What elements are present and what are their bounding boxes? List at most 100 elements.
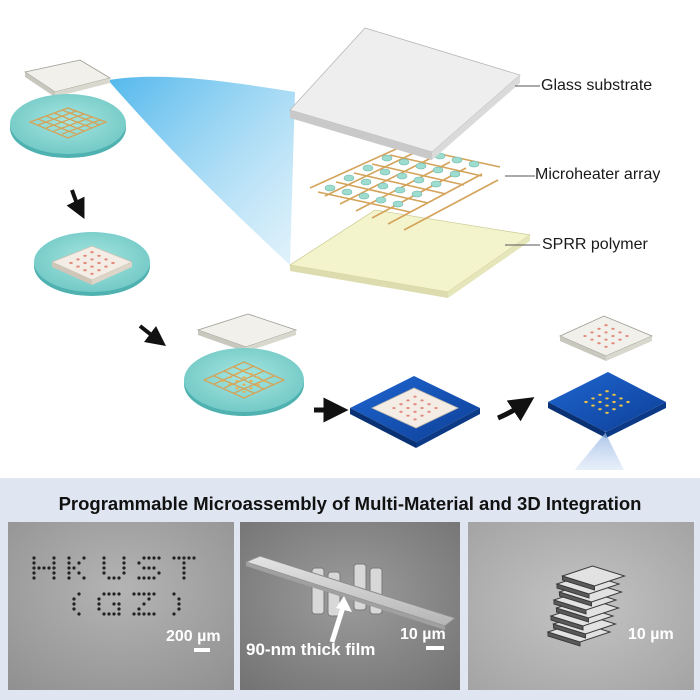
pattern-dot [147,556,151,560]
dot [611,334,615,338]
dot [399,403,403,406]
dot [420,406,424,410]
pattern-dot [147,612,151,616]
dot [604,331,608,334]
heater-pad [430,180,442,188]
microheater-array-label: Microheater array [535,166,661,183]
pattern-dot [107,612,111,616]
dot [249,379,253,383]
pattern-dot [67,571,71,575]
dot [584,400,588,404]
pattern-dot [97,602,101,606]
pattern-dot [177,607,181,611]
dot [97,261,101,265]
dot [104,265,108,268]
dot [604,324,608,327]
pattern-dot [77,592,81,596]
pattern-dot [32,566,36,570]
dot [598,400,602,404]
wafer-transfer [184,348,304,416]
dot [434,406,438,410]
dot [228,383,232,386]
pattern-dot [42,566,46,570]
dot [111,261,115,265]
pattern-dot [72,607,76,611]
dot [420,399,424,402]
dot [598,393,602,396]
heater-pad [379,168,391,176]
dot [625,334,629,338]
scale-label-1: 200 µm [166,628,221,645]
pattern-dot [47,566,51,570]
film-thickness-annotation: 90-nm thick film [246,640,376,659]
heater-pad [392,200,404,208]
scale-label-3: 10 µm [628,626,674,643]
dot [406,399,410,402]
heater-pad [381,154,393,162]
pattern-dot [122,566,126,570]
heater-pad [451,156,463,164]
dot [242,390,246,393]
pattern-dot [147,592,151,596]
pattern-dot [137,561,141,565]
pattern-dot [52,566,56,570]
dot [612,393,616,396]
dot [619,404,623,407]
pattern-dot [137,592,141,596]
heater-pad [432,166,444,174]
heater-pad [360,178,372,186]
pattern-dot [117,612,121,616]
dot [406,406,410,410]
dot [427,410,431,413]
pattern-dot [77,561,81,565]
pattern-dot [112,576,116,580]
pattern-dot [52,556,56,560]
pattern-dot [82,576,86,580]
dot [611,342,615,345]
dot [90,258,94,261]
pattern-dot [137,576,141,580]
dot [583,334,587,338]
glass-substrate-label: Glass substrate [541,77,653,94]
pattern-dot [107,576,111,580]
dot [263,379,267,383]
sem-image-film: 90-nm thick film 10 µm [240,522,460,690]
dot [90,265,94,268]
pattern-dot [172,592,176,596]
sprr-polymer-label: SPRR polymer [542,236,648,253]
pattern-dot [182,556,186,560]
pattern-dot [137,607,141,611]
dot [235,372,239,375]
dot [604,345,608,348]
pattern-dot [117,607,121,611]
heater-pad [468,160,480,168]
sem-image-stack: 10 µm [468,522,694,690]
pattern-dot [102,561,106,565]
dot [604,338,608,341]
step-arrow-1 [66,189,85,219]
dot [591,404,595,407]
pattern-dot [117,576,121,580]
step-arrow-2 [138,324,166,347]
stack-layer [560,565,627,587]
heater-pad [398,158,410,166]
scale-bar-1 [194,648,210,652]
heater-pad [449,170,461,178]
pattern-dot [67,566,71,570]
dot [605,390,609,393]
pattern-dot [102,592,106,596]
dot [249,372,253,375]
dot [90,272,94,275]
dot [611,327,615,330]
pattern-dot [122,561,126,565]
final-blue-substrate [548,372,666,438]
pattern-dot [37,566,41,570]
heater-pad [343,174,355,182]
pattern-dot [187,556,191,560]
pattern-dot [102,571,106,575]
sem-image-hkust: 200 µm [8,522,234,690]
sprr-polymer-layer [288,209,532,298]
zoom-beam [108,76,295,265]
dot [221,379,225,383]
heater-pad [341,188,353,196]
